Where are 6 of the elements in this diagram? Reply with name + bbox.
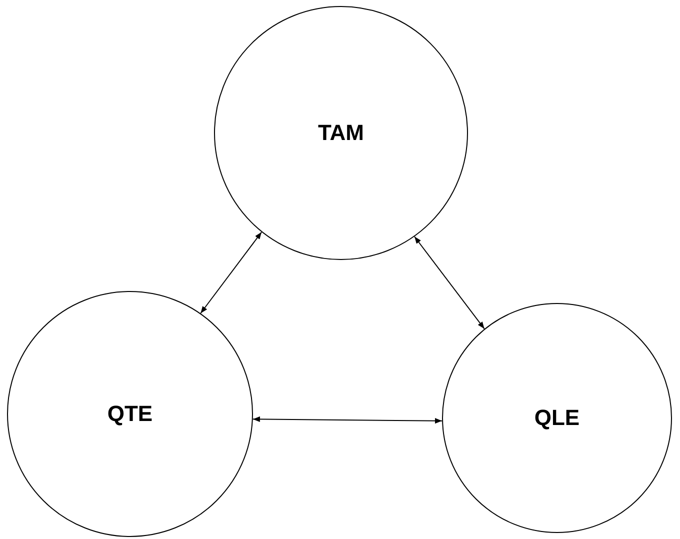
- double-arrow: [414, 236, 485, 330]
- double-arrow: [252, 416, 442, 424]
- node-label: QLE: [534, 405, 580, 431]
- double-arrow: [200, 232, 262, 314]
- node-label: TAM: [318, 120, 364, 146]
- node-label: QTE: [107, 401, 153, 427]
